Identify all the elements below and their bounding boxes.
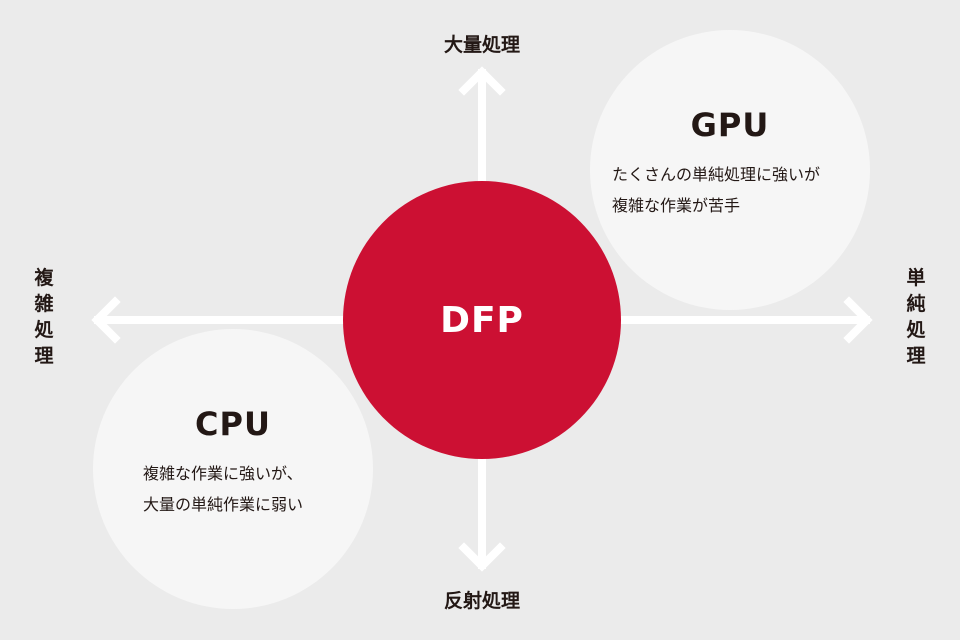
arrow-left-icon <box>91 296 121 344</box>
axis-label-top: 大量処理 <box>443 34 520 56</box>
gpu-title: GPU <box>690 106 770 144</box>
axis-label-char: 複 <box>34 267 54 289</box>
axis-label-char: 処 <box>34 319 54 341</box>
gpu-description: たくさんの単純処理に強いが 複雑な作業が苦手 <box>612 159 862 221</box>
dfp-circle <box>343 181 621 459</box>
cpu-description-line: 大量の単純作業に弱い <box>143 495 304 514</box>
axis-label-char: 理 <box>906 345 926 367</box>
arrow-right-icon <box>843 296 873 344</box>
gpu-circle <box>590 30 870 310</box>
cpu-circle <box>93 329 373 609</box>
axis-label-char: 処 <box>906 319 926 341</box>
axis-label-char: 単 <box>906 267 926 289</box>
axis-label-char: 理 <box>34 345 54 367</box>
dfp-label: DFP <box>440 300 524 341</box>
cpu-description-line: 複雑な作業に強いが、 <box>143 464 303 483</box>
axis-label-left: 複雑処理 <box>33 265 55 369</box>
arrow-up-icon <box>458 66 506 96</box>
axis-label-char: 純 <box>906 293 926 315</box>
cpu-title: CPU <box>195 405 271 443</box>
arrow-down-icon <box>458 542 506 572</box>
cpu-description: 複雑な作業に強いが、 大量の単純作業に弱い <box>143 458 363 520</box>
axis-label-bottom: 反射処理 <box>443 590 520 612</box>
axis-label-right: 単純処理 <box>905 265 927 369</box>
gpu-description-line: たくさんの単純処理に強いが <box>612 165 821 184</box>
axis-label-char: 雑 <box>34 293 54 315</box>
gpu-description-line: 複雑な作業が苦手 <box>612 196 741 215</box>
